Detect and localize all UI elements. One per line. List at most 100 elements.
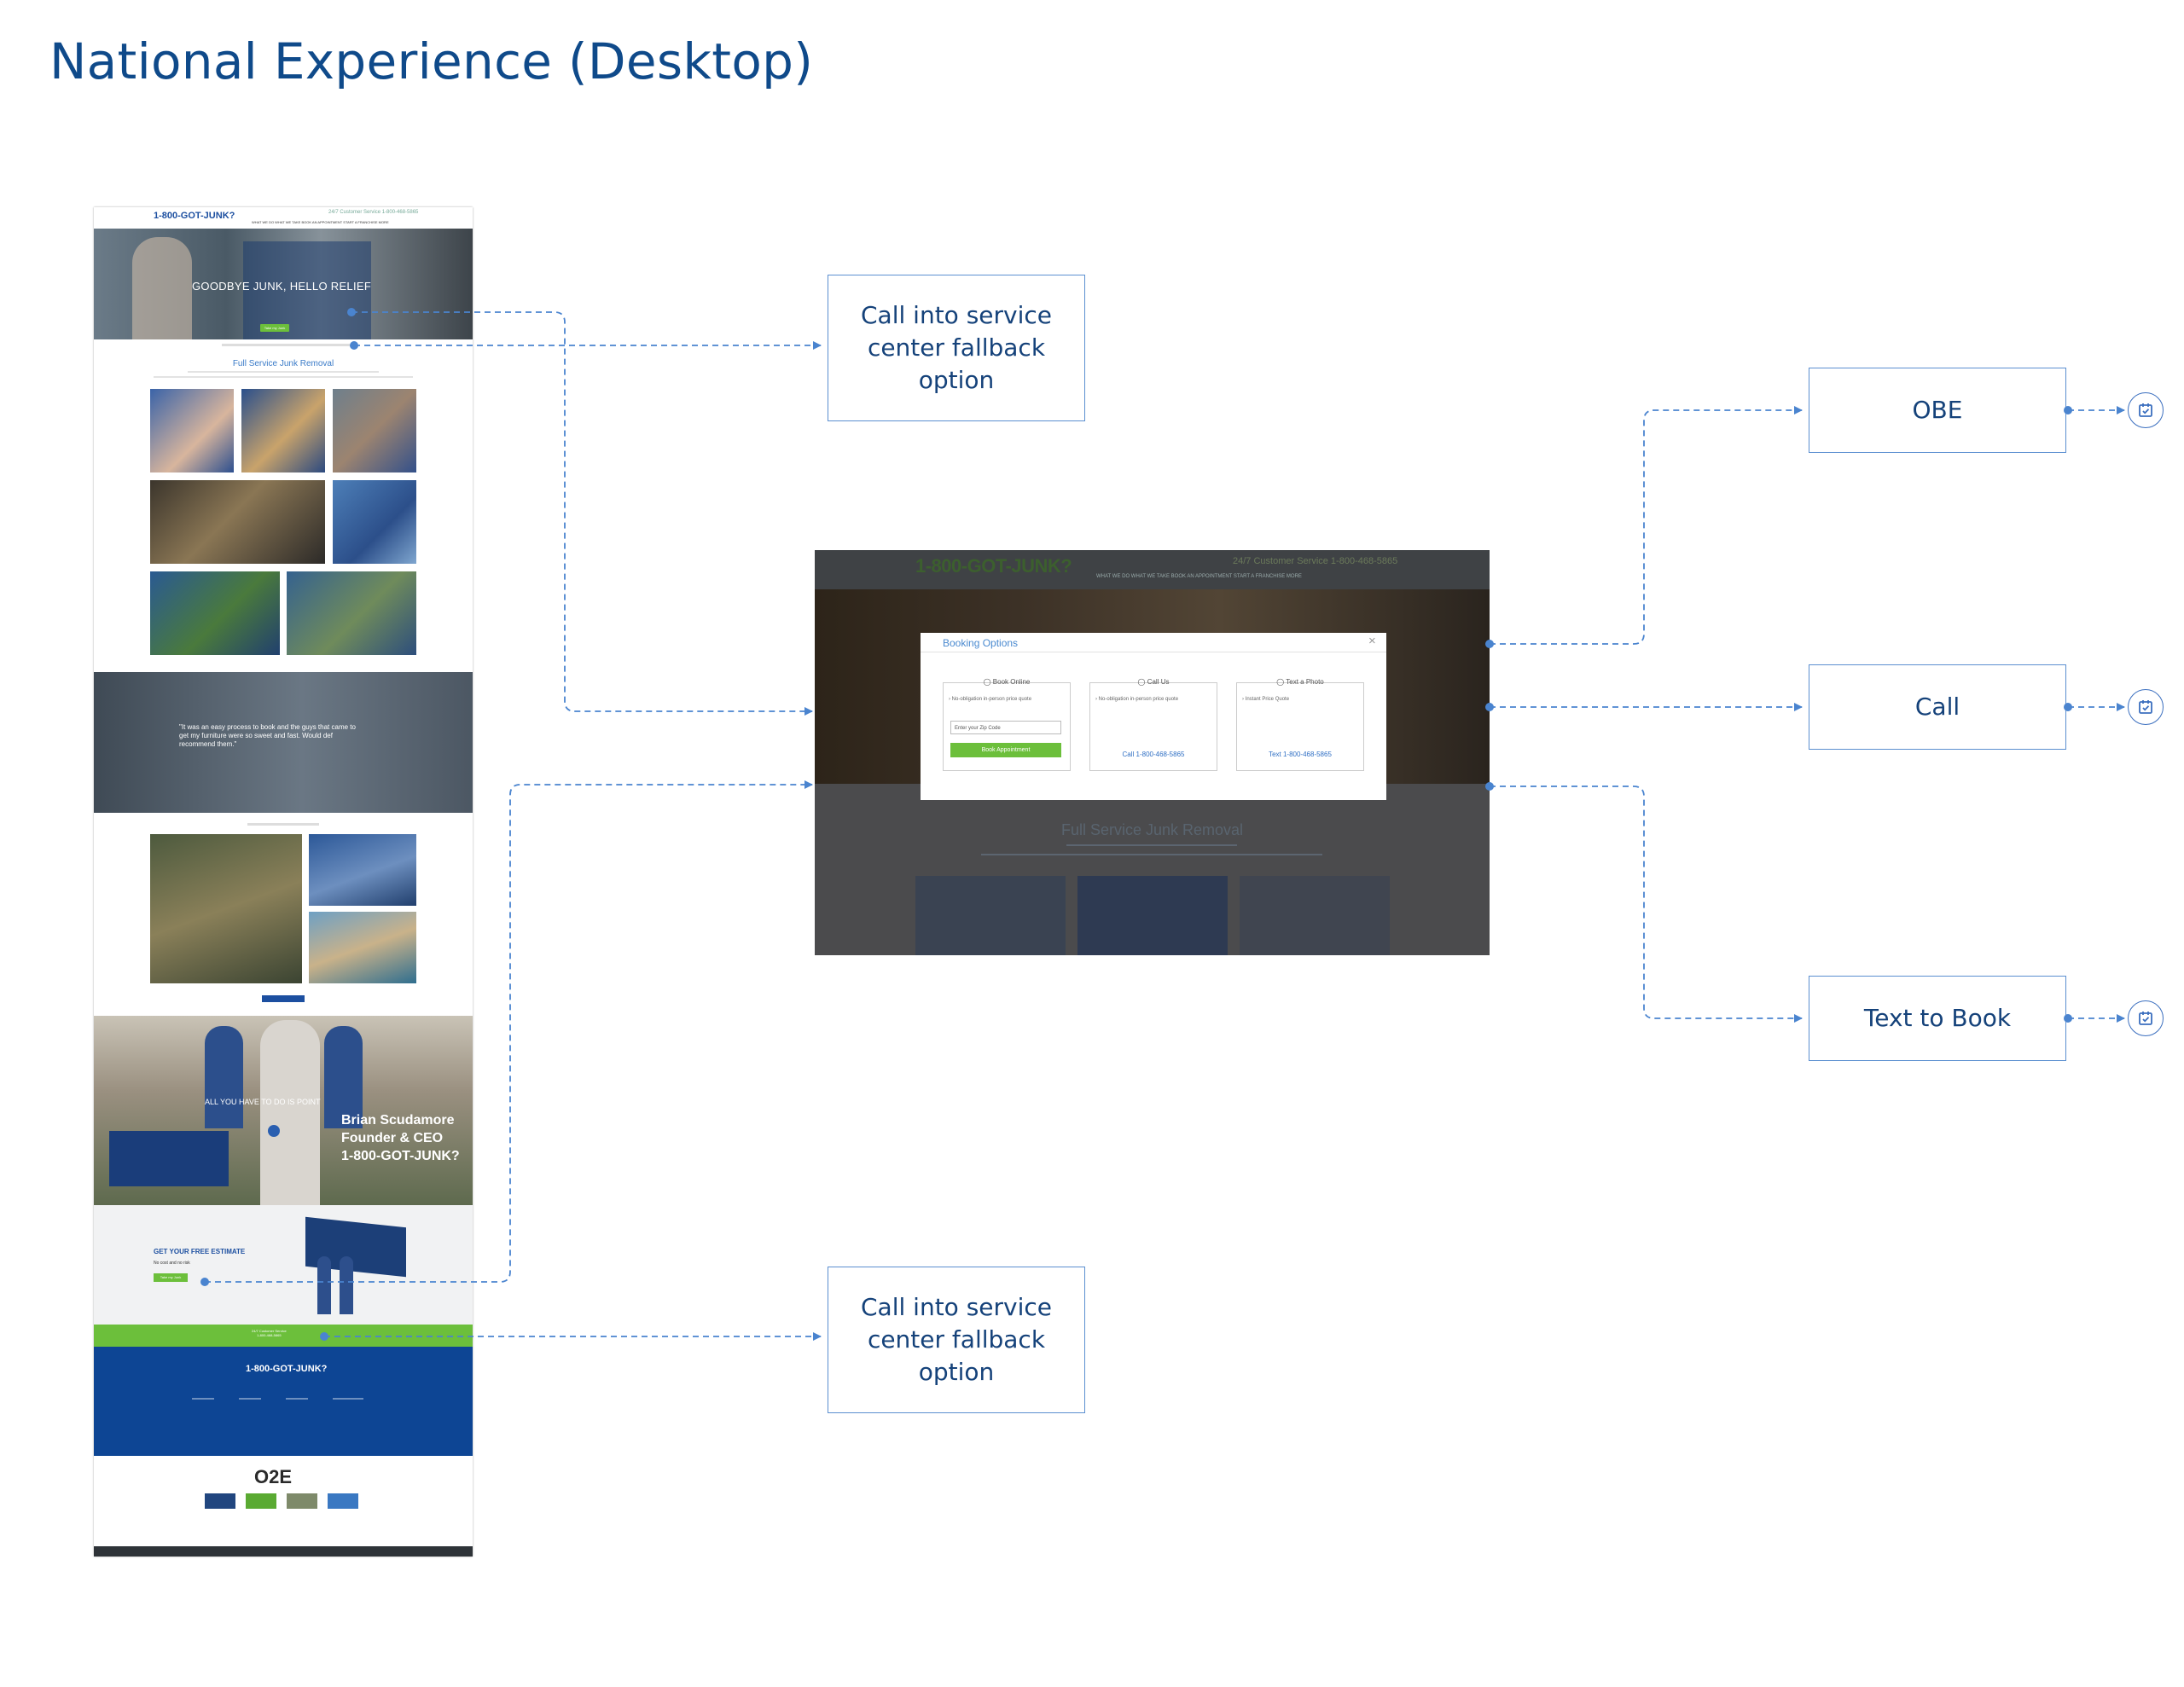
site-nav: WHAT WE DO WHAT WE TAKE BOOK AN APPOINTM… [252,220,389,224]
hero-subline [222,344,350,346]
close-icon[interactable]: × [1368,634,1376,648]
estimate-subtitle: No cost and no risk [154,1261,190,1266]
video-banner[interactable]: ALL YOU HAVE TO DO IS POINT Brian Scudam… [94,1016,473,1205]
ceo-name-text: Brian Scudamore Founder & CEO 1-800-GOT-… [341,1113,460,1163]
video-person [205,1026,243,1128]
estimate-person [340,1256,353,1314]
customer-service-text: 24/7 Customer Service 1-800-468-5865 [328,210,419,215]
footer-logo: 1-800-GOT-JUNK? [246,1364,328,1374]
phone-band-text: 24/7 Customer Service 1-800-468-5865 [252,1329,287,1337]
o2e-logo: O2E [254,1466,293,1487]
calendar-check-icon [2128,1000,2164,1036]
text-to-book-label: Text to Book [1863,1004,2012,1032]
option-text-photo[interactable]: ◯ Text a Photo › Instant Price Quote Tex… [1236,678,1364,771]
book-appointment-button[interactable]: Book Appointment [950,743,1061,757]
modal-section-title: Full Service Junk Removal [1060,821,1244,838]
phone-band: 24/7 Customer Service 1-800-468-5865 [94,1325,473,1347]
site-logo: 1-800-GOT-JUNK? [154,211,235,221]
footer-column [239,1398,261,1434]
footer-social [333,1398,363,1408]
video-caption: ALL YOU HAVE TO DO IS POINT [205,1098,321,1106]
video-truck [109,1131,229,1186]
hero-button[interactable]: Take my Junk [260,324,289,332]
obe-label: OBE [1912,396,1963,424]
grid-photo [287,571,416,655]
fallback-box-bottom: Call into service center fallback option [828,1267,1085,1413]
booking-modal-screenshot: 1-800-GOT-JUNK? 24/7 Customer Service 1-… [815,550,1490,955]
option-title-text: Book Online [992,678,1031,686]
footer-column [286,1398,308,1425]
call-box: Call [1809,664,2066,750]
modal-site-header: 1-800-GOT-JUNK? 24/7 Customer Service 1-… [815,550,1490,589]
option-title: ◯ Book Online [983,678,1031,686]
estimate-title: GET YOUR FREE ESTIMATE [154,1248,246,1255]
option-subtitle-text: Instant Price Quote [1245,697,1290,702]
call-link[interactable]: Call 1-800-468-5865 [1122,751,1185,758]
connector-dot [1485,782,1494,791]
footer-column [192,1398,214,1434]
site-footer: 1-800-GOT-JUNK? [94,1347,473,1456]
option-subtitle-text: No-obligation in-person price quote [951,697,1032,702]
call-label: Call [1914,693,1960,721]
fallback-box-bottom-label: Call into service center fallback option [861,1293,1052,1386]
modal-grid-photo [1077,876,1228,955]
brand-truck [287,1493,317,1509]
calendar-check-icon [2128,689,2164,725]
modal-grid-photo [1240,876,1390,955]
grid-photo [241,389,325,472]
calendar-check-icon-glyph [2139,700,2152,714]
connector-dot [1485,640,1494,648]
hero-headline: GOODBYE JUNK, HELLO RELIEF [192,280,372,293]
hero-person [132,237,192,339]
testimonial-quote: "It was an easy process to book and the … [179,723,356,748]
copyright-bar [94,1546,473,1557]
modal-section-text [981,854,1322,855]
modal-customer-service: 24/7 Customer Service 1-800-468-5865 [1233,556,1398,566]
gallery-photo [150,834,302,983]
video-person-ceo [260,1020,320,1205]
option-book-online[interactable]: ◯ Book Online › No-obligation in-person … [943,678,1071,771]
hero-image: GOODBYE JUNK, HELLO RELIEF Take my Junk [94,229,473,339]
testimonial-banner: "It was an easy process to book and the … [94,672,473,813]
site-header: 1-800-GOT-JUNK? 24/7 Customer Service 1-… [94,207,473,229]
o2e-brands: O2E [94,1456,473,1546]
booking-dialog-header: Booking Options × [921,633,1386,652]
option-call-us[interactable]: ◯ Call Us › No-obligation in-person pric… [1089,678,1217,771]
connector-modal-to-obe [1490,406,1803,645]
calendar-check-icon-glyph [2139,1012,2152,1025]
connector-dot [320,1332,328,1341]
grid-photo [333,480,416,564]
connector-dot [1485,703,1494,711]
see-all-button[interactable] [262,995,305,1002]
option-title: ◯ Text a Photo [1276,678,1324,686]
modal-grid-photo [915,876,1066,955]
text-link[interactable]: Text 1-800-468-5865 [1269,751,1332,758]
fallback-box-top: Call into service center fallback option [828,275,1085,421]
section-text [154,376,413,378]
obe-box: OBE [1809,368,2066,453]
estimate-section: GET YOUR FREE ESTIMATE No cost and no ri… [94,1205,473,1325]
grid-photo [333,389,416,472]
connector-dot [2064,406,2072,415]
section-title: Full Service Junk Removal [232,359,334,368]
hero-truck [243,241,371,339]
play-icon[interactable] [268,1125,280,1137]
estimate-person [317,1256,331,1314]
video-person [324,1026,363,1128]
zip-code-input[interactable]: Enter your Zip Code [950,721,1061,734]
option-subtitle: › No-obligation in-person price quote [949,697,1032,702]
brand-truck [328,1493,358,1509]
booking-dialog-title: Booking Options [943,637,1019,649]
connector-dot [350,341,358,350]
gallery-photo [309,834,416,906]
connector-dot [2064,703,2072,711]
option-subtitle: › Instant Price Quote [1242,697,1290,702]
option-title: ◯ Call Us [1137,678,1170,686]
estimate-button[interactable]: Take my Junk [154,1273,188,1282]
modal-site-logo: 1-800-GOT-JUNK? [915,555,1072,577]
ceo-name: Brian Scudamore Founder & CEO 1-800-GOT-… [341,1111,460,1165]
brand-truck [205,1493,235,1509]
connector-dot [2064,1014,2072,1023]
connector-hero-to-modal [351,311,813,716]
